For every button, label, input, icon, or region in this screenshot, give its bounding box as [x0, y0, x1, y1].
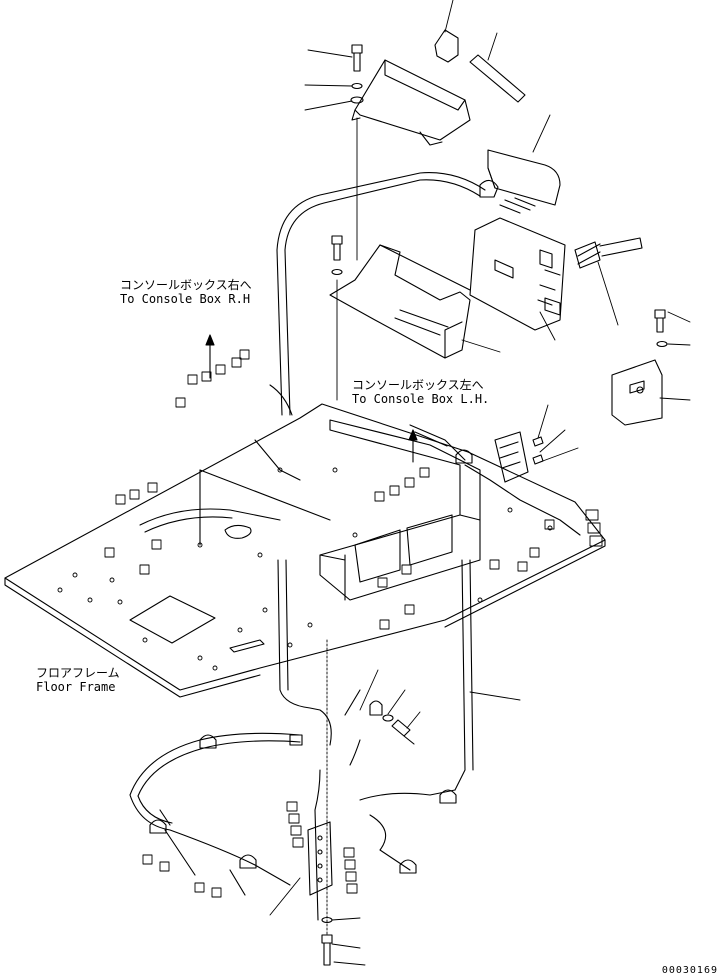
- controller-box: [469, 197, 566, 331]
- wiring-harness: [129, 172, 581, 921]
- label-floor-frame: フロアフレーム Floor Frame: [36, 666, 120, 694]
- document-number: 00030169: [661, 965, 718, 976]
- label-console-box-lh-en: To Console Box L.H.: [352, 392, 490, 406]
- leader-lines: [269, 0, 691, 966]
- label-floor-frame-jp: フロアフレーム: [36, 666, 120, 680]
- label-console-box-rh: コンソールボックス右へ To Console Box R.H: [120, 278, 252, 306]
- mounting-plate: [611, 359, 663, 426]
- console-connector: [494, 431, 529, 483]
- terminal-block: [307, 821, 333, 896]
- relay-cover: [487, 149, 561, 206]
- label-console-box-lh: コンソールボックス左へ To Console Box L.H.: [352, 378, 489, 406]
- arrow-up-icon: [408, 429, 418, 441]
- console-box-frame: [319, 419, 481, 601]
- cover-bracket: [351, 59, 471, 146]
- arrow-up-icon: [205, 334, 215, 346]
- label-console-box-rh-en: To Console Box R.H: [120, 292, 251, 306]
- label-console-box-lh-jp: コンソールボックス左へ: [352, 378, 484, 392]
- long-bolt: [574, 237, 643, 269]
- clip-and-strip: [434, 29, 526, 103]
- connector-blocks: [104, 349, 603, 898]
- label-console-box-rh-jp: コンソールボックス右へ: [120, 278, 252, 292]
- label-floor-frame-en: Floor Frame: [36, 680, 116, 694]
- floor-frame: [4, 403, 606, 698]
- direction-arrows: [205, 334, 418, 463]
- controller-tray: [329, 244, 471, 359]
